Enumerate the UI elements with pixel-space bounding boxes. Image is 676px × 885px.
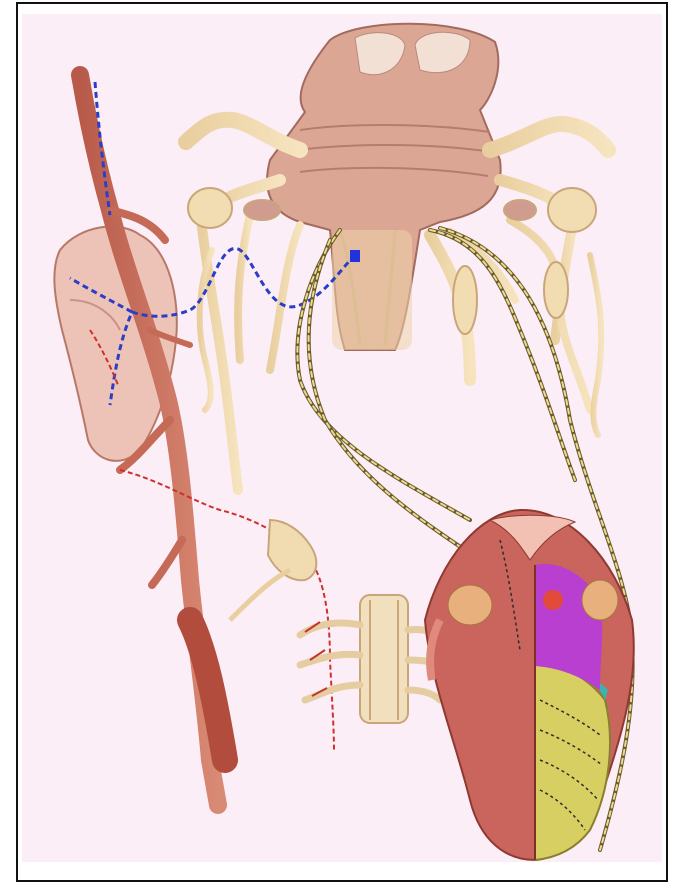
cervical-ganglion bbox=[230, 520, 316, 620]
tongue bbox=[425, 510, 634, 860]
blue-marker bbox=[350, 250, 360, 262]
spinal-segment bbox=[300, 595, 440, 723]
